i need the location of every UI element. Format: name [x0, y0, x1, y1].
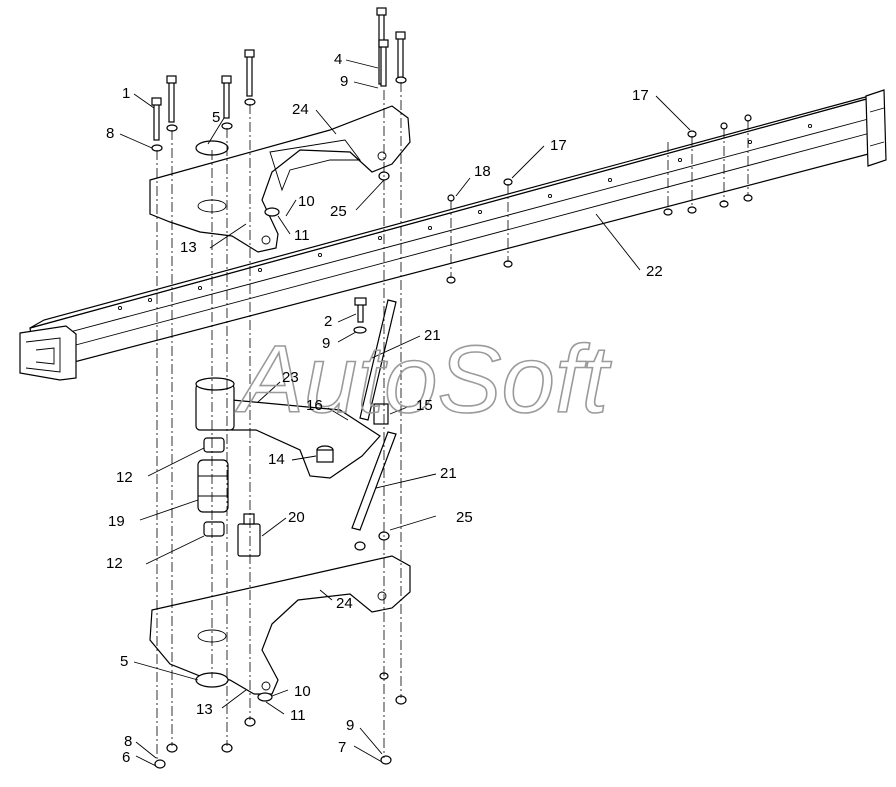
label-5-top: 5 — [212, 109, 220, 126]
label-15: 15 — [416, 397, 433, 414]
axle-bracket — [195, 377, 381, 479]
label-23: 23 — [282, 369, 299, 386]
label-16: 16 — [306, 397, 323, 414]
label-24-bottom: 24 — [336, 595, 353, 612]
label-14: 14 — [268, 451, 285, 468]
label-9-middle: 9 — [322, 335, 330, 352]
label-10-bottom: 10 — [294, 683, 311, 700]
label-13-top: 13 — [180, 239, 197, 256]
label-8-bottom: 8 — [124, 733, 132, 750]
part-labels: 1 2 4 5 5 6 7 8 8 9 9 9 10 10 11 11 12 1… — [106, 51, 663, 766]
upper-bracket — [149, 105, 411, 253]
label-9-top: 9 — [340, 73, 348, 90]
label-12-bottom: 12 — [106, 555, 123, 572]
watermark-text: AutoSoft — [235, 326, 612, 433]
label-10-top: 10 — [298, 193, 315, 210]
label-9-bottom: 9 — [346, 717, 354, 734]
leader-lines — [119, 59, 691, 767]
label-1: 1 — [122, 85, 130, 102]
label-18: 18 — [474, 163, 491, 180]
label-7: 7 — [338, 739, 346, 756]
label-11-bottom: 11 — [290, 707, 306, 724]
label-25-top: 25 — [330, 203, 347, 220]
lower-bracket — [149, 555, 411, 695]
label-21-top: 21 — [424, 327, 441, 344]
bolts — [151, 7, 406, 323]
frame-beam — [19, 89, 887, 381]
label-8-top: 8 — [106, 125, 114, 142]
label-25-bottom: 25 — [456, 509, 473, 526]
label-21-bottom: 21 — [440, 465, 457, 482]
center-lines — [156, 82, 749, 762]
label-6: 6 — [122, 749, 130, 766]
label-19: 19 — [108, 513, 125, 530]
label-2: 2 — [324, 313, 332, 330]
torque-rods — [351, 299, 397, 531]
label-17-right: 17 — [550, 137, 567, 154]
label-22: 22 — [646, 263, 663, 280]
bushing-stack — [197, 437, 261, 557]
label-24-top: 24 — [292, 101, 309, 118]
label-5-bottom: 5 — [120, 653, 128, 670]
label-11-top: 11 — [294, 227, 310, 244]
label-20: 20 — [288, 509, 305, 526]
label-12-top: 12 — [116, 469, 133, 486]
label-13-bottom: 13 — [196, 701, 213, 718]
label-17-far: 17 — [632, 87, 649, 104]
label-4: 4 — [334, 51, 342, 68]
